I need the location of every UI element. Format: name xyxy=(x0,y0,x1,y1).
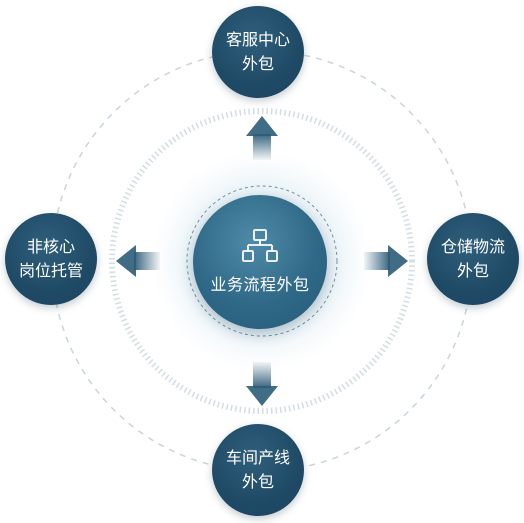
arrow-up xyxy=(246,116,278,160)
node-bottom-line2: 外包 xyxy=(241,472,274,491)
arrow-right xyxy=(364,245,408,277)
arrow-down xyxy=(246,362,278,406)
node-left-line2: 岗位托管 xyxy=(18,261,83,280)
center-label: 业务流程外包 xyxy=(210,275,310,294)
flowchart-icon xyxy=(242,229,278,262)
node-noncore-positions[interactable]: 非核心 岗位托管 xyxy=(5,213,97,305)
center-dashed-ring xyxy=(186,185,338,337)
node-left-line1: 非核心 xyxy=(26,237,75,256)
node-production-line[interactable]: 车间产线 外包 xyxy=(212,424,304,516)
node-top-line2: 外包 xyxy=(241,54,274,73)
node-right-line1: 仓储物流 xyxy=(440,237,505,256)
tick-ring xyxy=(109,108,415,414)
node-customer-service[interactable]: 客服中心 外包 xyxy=(212,6,304,98)
node-top-line1: 客服中心 xyxy=(225,30,290,49)
node-warehouse-logistics[interactable]: 仓储物流 外包 xyxy=(427,213,519,305)
node-right-line2: 外包 xyxy=(456,261,489,280)
arrow-left xyxy=(116,245,160,277)
center-node[interactable]: 业务流程外包 xyxy=(193,195,327,329)
node-bottom-line1: 车间产线 xyxy=(225,448,290,467)
